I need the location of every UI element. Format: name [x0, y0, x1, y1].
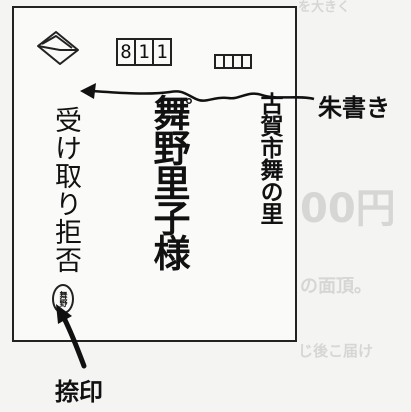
- red-writing-arrow: [91, 89, 315, 102]
- label-seal-mark: 捺印: [55, 378, 103, 406]
- postal-code-boxes: 8 1 1: [116, 38, 172, 66]
- seal-arrowhead: [56, 304, 72, 324]
- postal-digit: 1: [152, 38, 172, 66]
- recipient-name: 舞野里子様: [147, 94, 191, 269]
- envelope-icon: [37, 31, 79, 65]
- postal-empty-box: [241, 54, 252, 69]
- red-writing-arrowhead: [80, 83, 96, 99]
- envelope: 8 1 1 受け取り拒否 舞野里子様 古賀市舞の里 舞野: [12, 6, 297, 342]
- seal-arrow: [61, 315, 87, 369]
- refusal-annotation: 受け取り拒否: [50, 106, 81, 274]
- seal-text: 舞野: [59, 291, 68, 307]
- label-red-writing: 朱書き: [318, 94, 390, 122]
- postal-sub-boxes: [214, 54, 252, 69]
- sender-address: 古賀市舞の里: [256, 92, 282, 224]
